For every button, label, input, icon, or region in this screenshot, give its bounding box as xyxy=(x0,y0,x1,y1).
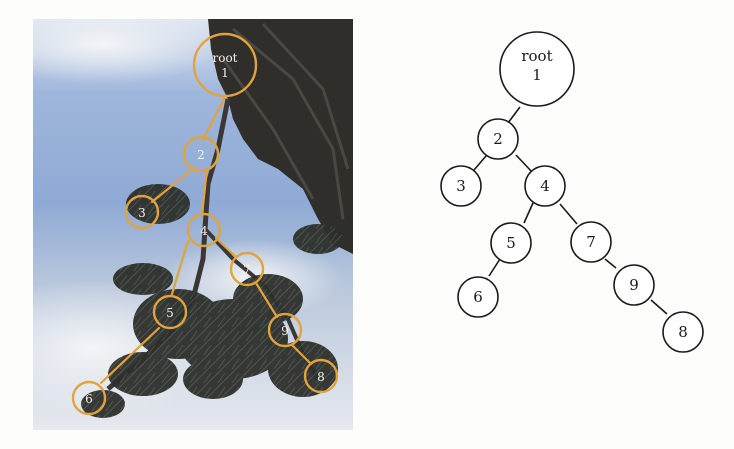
node-8 xyxy=(662,311,704,353)
node-7 xyxy=(570,221,612,263)
diagram-nodes xyxy=(440,31,704,353)
edge-5-6 xyxy=(488,258,501,277)
node-2-label: 2 xyxy=(493,130,503,148)
photo-node-3 xyxy=(124,194,160,230)
photo-label-5: 5 xyxy=(166,306,174,320)
node-7-label: 7 xyxy=(586,233,596,251)
photo-node-4 xyxy=(186,212,222,248)
diagram-edges xyxy=(473,106,668,315)
node-root-label: root xyxy=(521,47,552,65)
photo-node-7 xyxy=(229,251,265,287)
node-8-label: 8 xyxy=(678,323,688,341)
node-2 xyxy=(477,118,519,160)
edge-2-3 xyxy=(473,155,487,171)
photo-node-8 xyxy=(303,358,339,394)
photo-label-6: 6 xyxy=(85,392,93,406)
photo-label-root: root xyxy=(212,51,237,65)
photo-node-2 xyxy=(182,135,220,173)
cloud xyxy=(33,19,223,84)
photo-label-2: 2 xyxy=(197,148,205,162)
node-6-label: 6 xyxy=(473,288,483,306)
photo-label-3: 3 xyxy=(138,206,146,220)
photo-node-5 xyxy=(152,294,188,330)
tree-trunk-texture xyxy=(221,22,350,220)
edge-9-8 xyxy=(650,299,668,315)
node-4 xyxy=(524,165,566,207)
node-root xyxy=(499,31,575,107)
photo-label-root-number: 1 xyxy=(221,66,229,80)
edge-root-2 xyxy=(507,106,521,124)
tree-photo-canvas: root 1 2 3 4 7 5 9 8 6 xyxy=(33,19,353,430)
tree-trunk xyxy=(208,19,353,254)
node-5-label: 5 xyxy=(506,234,516,252)
tree-diagram-canvas: root 1 2 3 4 5 6 7 9 8 xyxy=(440,31,704,353)
photo-overlay-edges xyxy=(99,95,312,385)
photo-label-9: 9 xyxy=(281,324,289,338)
photo-node-root xyxy=(192,32,258,98)
node-4-label: 4 xyxy=(540,177,550,195)
edge-4-5 xyxy=(523,202,534,224)
node-6 xyxy=(457,276,499,318)
edge-2-4 xyxy=(515,154,533,173)
node-3-label: 3 xyxy=(456,177,466,195)
photo-label-8: 8 xyxy=(317,370,325,384)
tree-diagram: root 1 2 3 4 5 6 7 9 8 xyxy=(420,20,730,430)
node-9-label: 9 xyxy=(629,276,639,294)
photo-node-9 xyxy=(267,312,303,348)
node-3 xyxy=(440,165,482,207)
node-5 xyxy=(490,222,532,264)
photo-label-7: 7 xyxy=(243,263,251,277)
edge-7-9 xyxy=(604,258,617,269)
photo-node-6 xyxy=(71,380,107,416)
photo-label-4: 4 xyxy=(200,224,208,238)
edge-4-7 xyxy=(559,203,578,225)
tree-photo: root 1 2 3 4 7 5 9 8 6 xyxy=(33,19,353,430)
node-root-number: 1 xyxy=(532,66,542,84)
node-9 xyxy=(613,264,655,306)
photo-overlay-nodes xyxy=(71,32,339,416)
